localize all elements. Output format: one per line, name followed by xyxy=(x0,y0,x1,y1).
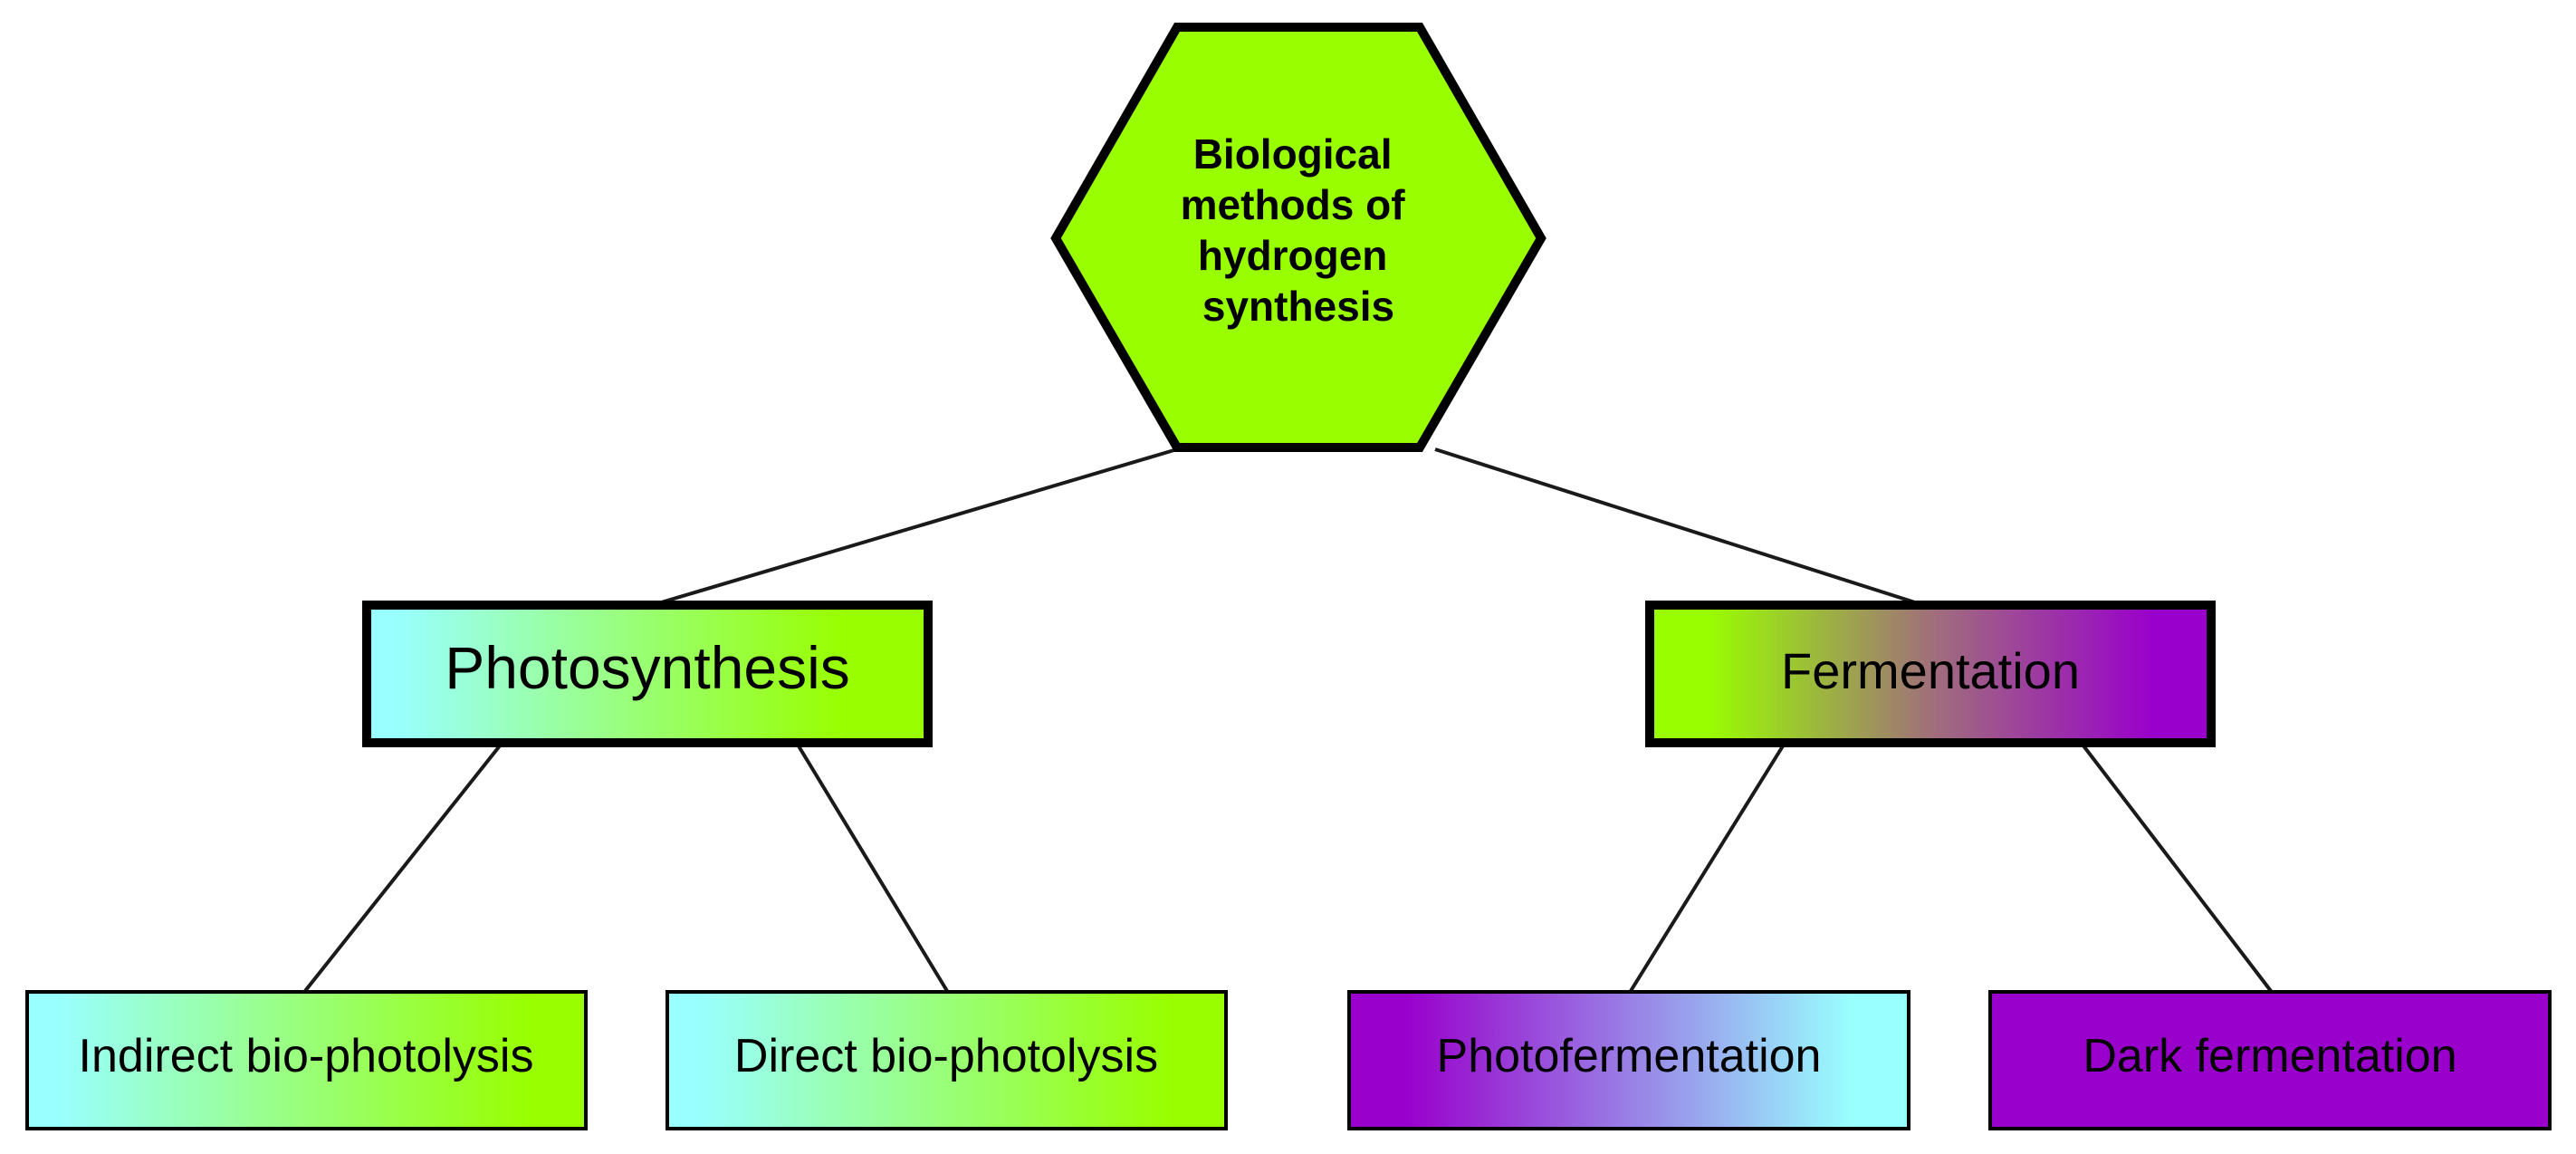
leaf-photofermentation: Photofermentation xyxy=(1347,990,1910,1130)
leaf-indirect-bio-photolysis: Indirect bio-photolysis xyxy=(25,990,588,1130)
root-hexagon xyxy=(1050,23,1547,452)
branch-photosynthesis: Photosynthesis xyxy=(362,601,933,747)
root-node: Biological methods of hydrogen synthesis xyxy=(1050,23,1547,452)
root-label: Biological methods of hydrogen synthesis xyxy=(1181,130,1417,330)
connector-fermentation-dark xyxy=(2081,743,2273,993)
dark-fermentation-box xyxy=(1988,990,2552,1130)
leaf-dark-fermentation: Dark fermentation xyxy=(1988,990,2552,1130)
photosynthesis-label: Photosynthesis xyxy=(445,634,850,701)
direct-bio-photolysis-label: Direct bio-photolysis xyxy=(734,1030,1158,1082)
fermentation-box xyxy=(1645,601,2216,747)
connector-photosynthesis-indirect xyxy=(303,743,503,993)
connector-root-photosynthesis xyxy=(657,447,1178,605)
fermentation-label: Fermentation xyxy=(1781,642,2080,699)
connectors xyxy=(303,447,2273,993)
connector-root-fermentation xyxy=(1434,447,1919,605)
dark-fermentation-label: Dark fermentation xyxy=(2083,1030,2456,1082)
direct-bio-photolysis-box xyxy=(666,990,1228,1130)
root-label-line-1: Biological xyxy=(1193,130,1393,178)
root-label-line-2: methods of xyxy=(1181,181,1406,228)
photofermentation-label: Photofermentation xyxy=(1437,1030,1822,1082)
root-label-line-3: hydrogen xyxy=(1198,232,1388,279)
indirect-bio-photolysis-label: Indirect bio-photolysis xyxy=(79,1030,534,1082)
indirect-bio-photolysis-box xyxy=(25,990,588,1130)
photofermentation-box xyxy=(1347,990,1910,1130)
root-label-line-4: synthesis xyxy=(1202,283,1394,330)
connector-fermentation-photofermentation xyxy=(1629,743,1786,993)
connector-photosynthesis-direct xyxy=(796,743,949,993)
branch-fermentation: Fermentation xyxy=(1645,601,2216,747)
leaf-direct-bio-photolysis: Direct bio-photolysis xyxy=(666,990,1228,1130)
photosynthesis-box xyxy=(362,601,933,747)
